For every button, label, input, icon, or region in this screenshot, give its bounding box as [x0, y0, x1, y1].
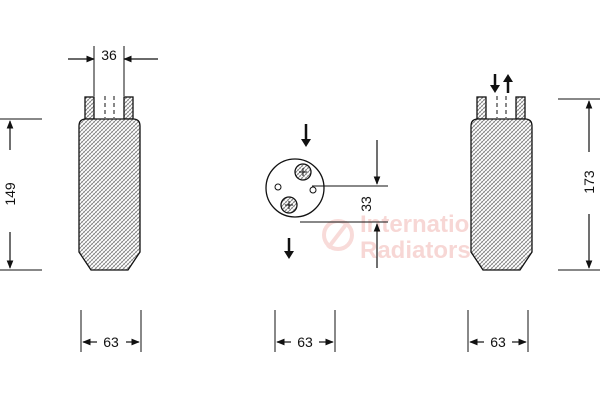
right-base-width-dimension: 63 — [467, 310, 529, 352]
left-base-width-dimension: 63 — [80, 310, 142, 352]
middle-port-upper — [294, 163, 312, 181]
left-view: 36 149 63 — [0, 46, 158, 352]
middle-flow-in-arrow-icon — [301, 124, 311, 147]
left-drier-body — [78, 118, 141, 271]
right-height-label: 173 — [581, 170, 597, 194]
right-drier-body — [470, 118, 533, 271]
middle-port-spacing-dimension: 33 — [300, 140, 388, 268]
watermark-line2: Radiators — [360, 237, 471, 264]
right-connector-studs — [476, 96, 526, 120]
right-base-width-label: 63 — [490, 334, 506, 350]
middle-base-width-dimension: 63 — [274, 310, 336, 352]
middle-flow-out-arrow-icon — [284, 238, 294, 259]
middle-port-spacing-label: 33 — [358, 196, 374, 212]
right-height-dimension: 173 — [558, 98, 600, 271]
middle-mount-hole-left — [274, 183, 282, 191]
left-height-dimension: 149 — [0, 118, 42, 271]
left-height-label: 149 — [2, 182, 18, 206]
middle-view: 33 63 — [265, 124, 388, 352]
middle-port-lower — [280, 196, 298, 214]
left-top-width-label: 36 — [101, 47, 117, 63]
left-top-width-dimension: 36 — [68, 46, 158, 96]
middle-mount-hole-right — [309, 186, 317, 194]
left-connector-studs — [84, 96, 134, 120]
right-flow-arrows-icon — [490, 74, 513, 93]
left-base-width-label: 63 — [103, 334, 119, 350]
watermark-logo-icon — [322, 219, 354, 251]
right-view: 173 63 — [467, 74, 600, 352]
middle-base-width-label: 63 — [297, 334, 313, 350]
